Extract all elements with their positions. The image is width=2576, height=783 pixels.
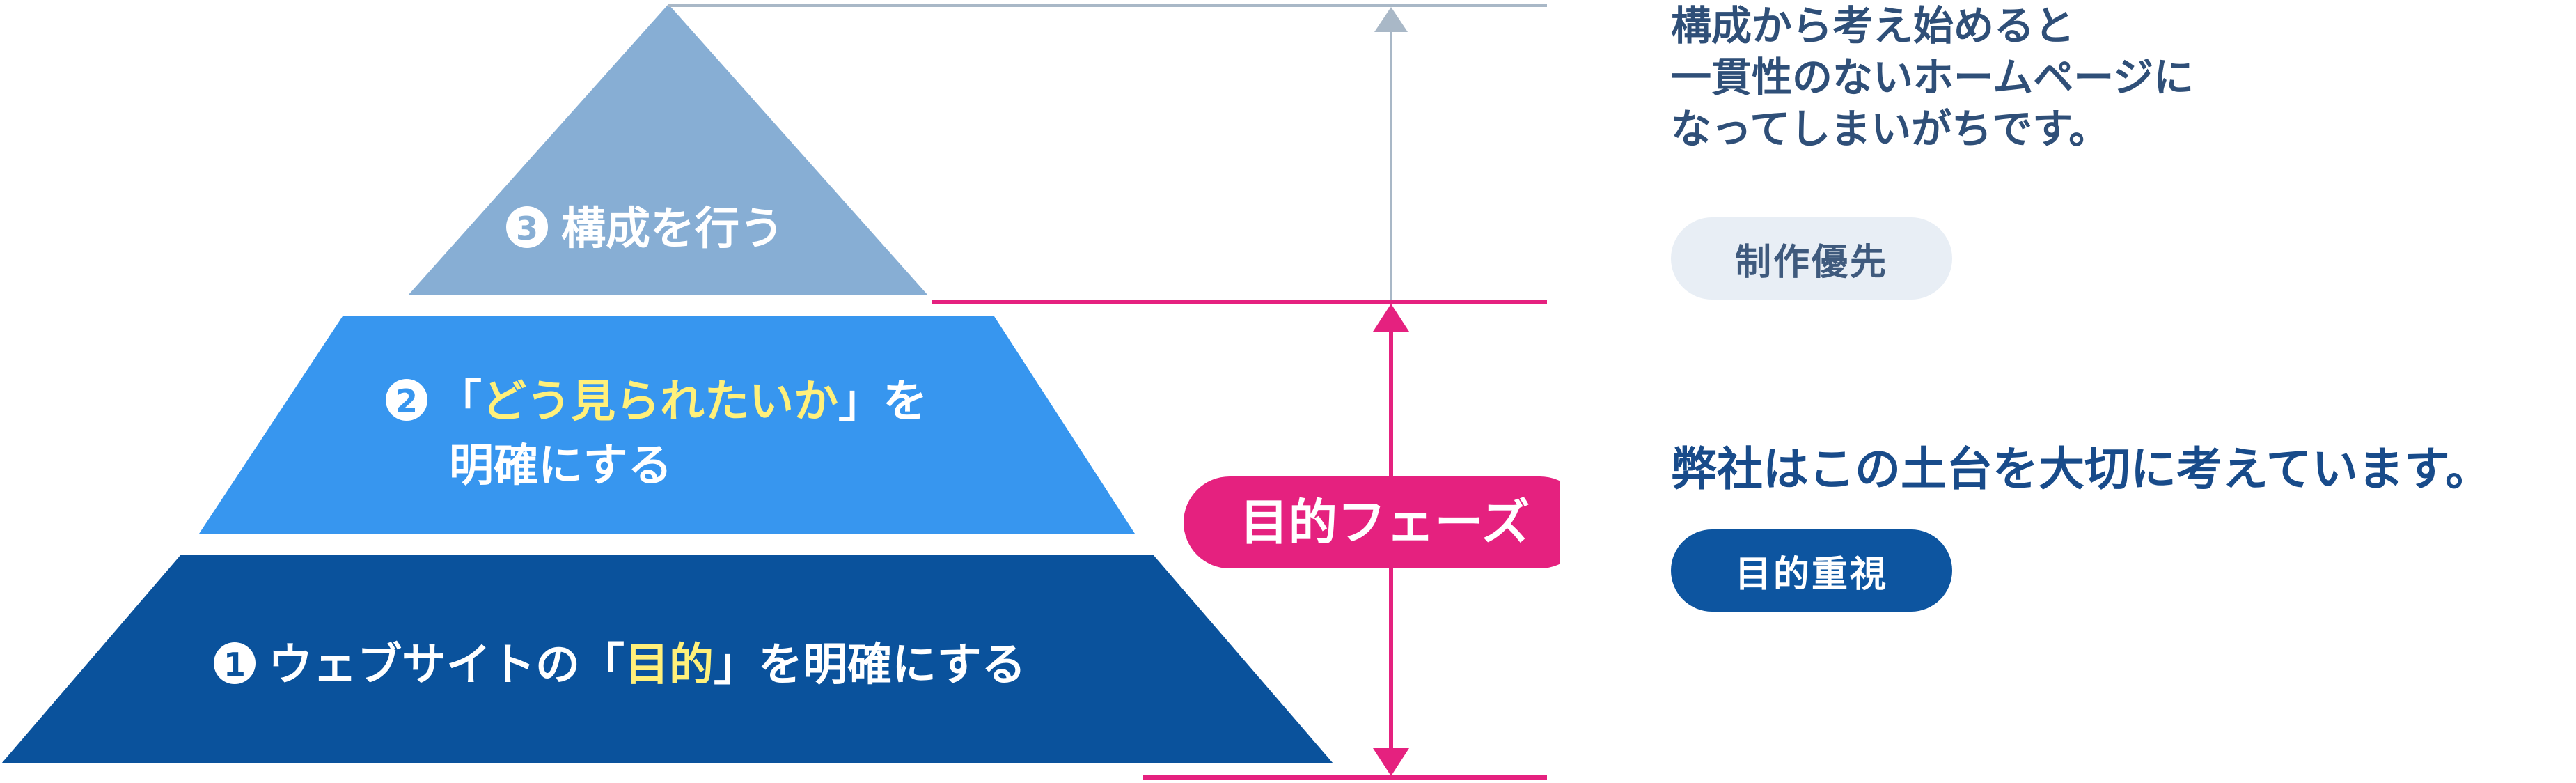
number-3-text: 3 [516,210,538,247]
pyramid-tier-middle [199,316,1135,534]
tier-bottom-label: ウェブサイトの「目的」を明確にする [268,639,1026,691]
tier-middle-line2: 明確にする [449,440,673,492]
number-2-text: 2 [395,382,418,420]
pink-arrow-down [1373,748,1409,776]
middle-close-bracket: 」 [838,376,883,428]
middle-highlight: どう見られたいか [482,376,838,428]
tier-top-label: 構成を行う [561,203,784,255]
bottom-suffix: を明確にする [758,639,1026,691]
tier-middle-line1: 「どう見られたいか」を [437,376,927,428]
production-first-description: 構成から考え始めると 一貫性のないホームページに なってしまいがちです。 [1671,0,2472,155]
pink-arrow-up [1373,304,1409,332]
bottom-highlight: 目的 [625,639,714,691]
number-1-text: 1 [223,646,246,683]
description-line-1: 構成から考え始めると [1671,2,2075,49]
number-badge-3 [506,206,548,248]
gray-arrow-head [1374,7,1408,32]
middle-open-bracket: 「 [437,376,482,428]
purpose-description: 弊社はこの土台を大切に考えています。 [1671,442,2492,496]
pyramid-tier-bottom [1,555,1333,763]
bottom-open-bracket: 「 [580,639,625,691]
production-first-tag: 制作優先 [1671,217,1952,300]
bottom-close-bracket: 」 [714,639,758,691]
pyramid-diagram: 目的フェーズ 3 構成を行う 2 「どう見られたいか」を 明確にする 1 ウェブ… [1,4,1560,780]
description-line-2: 一貫性のないホームページに [1671,54,2194,102]
bottom-prefix: ウェブサイトの [268,639,580,691]
number-badge-2 [386,379,427,421]
middle-suffix: を [883,376,927,428]
number-badge-1 [214,642,256,684]
description-line-3: なってしまいがちです。 [1671,105,2110,153]
phase-pill [1184,476,1560,568]
purpose-focus-tag: 目的重視 [1671,529,1952,612]
phase-label: 目的フェーズ [1240,494,1530,551]
